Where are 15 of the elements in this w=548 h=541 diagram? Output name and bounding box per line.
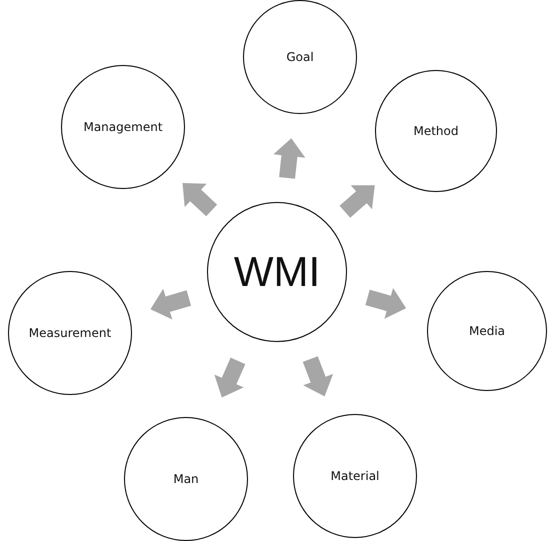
block-arrow	[150, 288, 192, 320]
node-label: Man	[173, 472, 199, 486]
node-label: Goal	[286, 50, 314, 64]
node-label: Media	[468, 324, 506, 338]
block-arrow	[182, 183, 218, 216]
block-arrow	[302, 356, 334, 396]
node-label: Measurement	[28, 326, 112, 340]
node-label: Method	[413, 124, 458, 138]
node-label: WMI	[234, 248, 320, 296]
block-arrow	[274, 138, 306, 179]
block-arrow	[340, 185, 375, 218]
node-label: Management	[83, 120, 163, 134]
block-arrow	[214, 358, 246, 398]
node-label: Material	[330, 469, 380, 483]
block-arrow	[365, 288, 406, 319]
